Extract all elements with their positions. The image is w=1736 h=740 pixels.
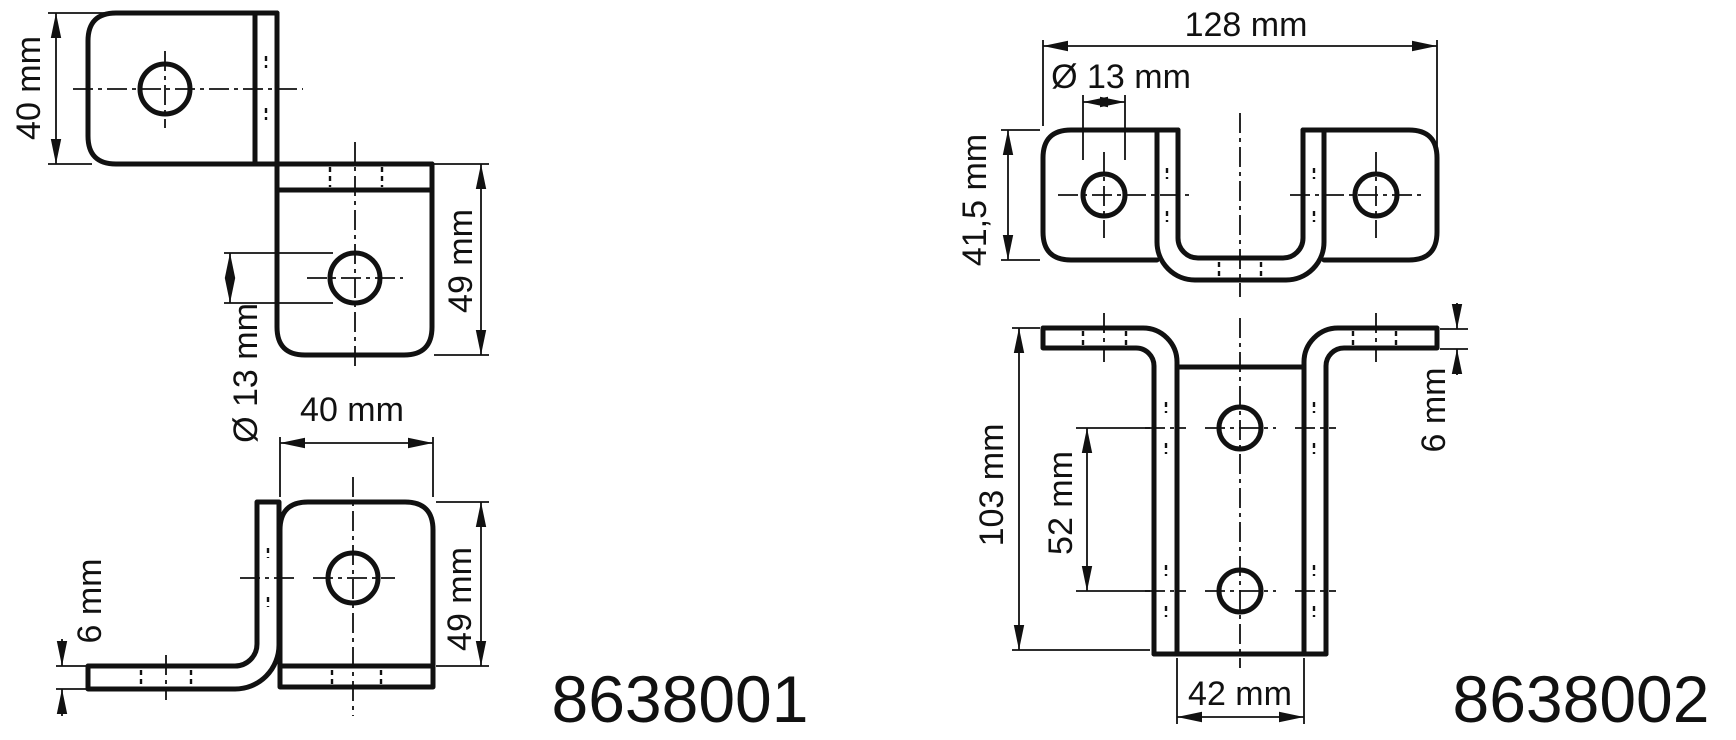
plan-view [73,10,435,368]
dimension-thickness: 6 mm [1415,303,1468,453]
dimension-plan-face-height: 49 mm [434,163,489,356]
dimension-label: 6 mm [1415,368,1453,453]
dimension-plan-flange-depth: 40 mm [10,12,114,165]
dimension-overall-height: 103 mm [973,327,1150,651]
left-wing-outline [1040,325,1180,657]
front-face-outline [277,499,436,690]
dimension-hole-diameter: Ø 13 mm [1051,58,1191,160]
dimension-flange-height: 41,5 mm [956,129,1040,266]
right-flange-outline [1321,127,1440,263]
figure-8638001: 40 mm 49 mm Ø 13 mm [10,10,809,736]
dimension-label: 49 mm [441,547,479,651]
dimension-hole-diameter: Ø 13 mm [224,252,333,443]
dimension-hole-spacing: 52 mm [1042,427,1150,592]
channel-outer-wall [1154,127,1327,283]
dimension-channel-width: 42 mm [1176,658,1305,724]
dimension-label: 6 mm [71,559,109,644]
dimension-label: 41,5 mm [956,134,994,266]
dimension-label: Ø 13 mm [227,303,265,443]
side-view [85,477,436,716]
dimension-label: 40 mm [10,36,48,140]
right-wing-outline [1301,325,1440,657]
left-flange-outline [1040,127,1160,263]
plan-view [1040,113,1440,297]
figure-8638002: 128 mm Ø 13 mm 41,5 mm [956,6,1709,736]
dimension-label: 49 mm [442,209,480,313]
dimension-label: 52 mm [1042,451,1080,555]
part-number: 8638002 [1453,662,1710,736]
dimension-label: 103 mm [973,424,1011,547]
dimension-thickness: 6 mm [56,559,109,716]
part-number: 8638001 [552,662,809,736]
dimension-face-height: 49 mm [436,501,489,667]
leg-and-lip-outline [85,499,282,692]
dimension-label: 128 mm [1185,6,1308,44]
dimension-label: Ø 13 mm [1051,58,1191,96]
front-view [1040,313,1440,668]
dimension-label: 42 mm [1188,675,1292,713]
dimension-label: 40 mm [300,391,404,429]
dimension-overall-width: 128 mm [1042,6,1438,148]
dimension-face-width: 40 mm [279,391,434,497]
